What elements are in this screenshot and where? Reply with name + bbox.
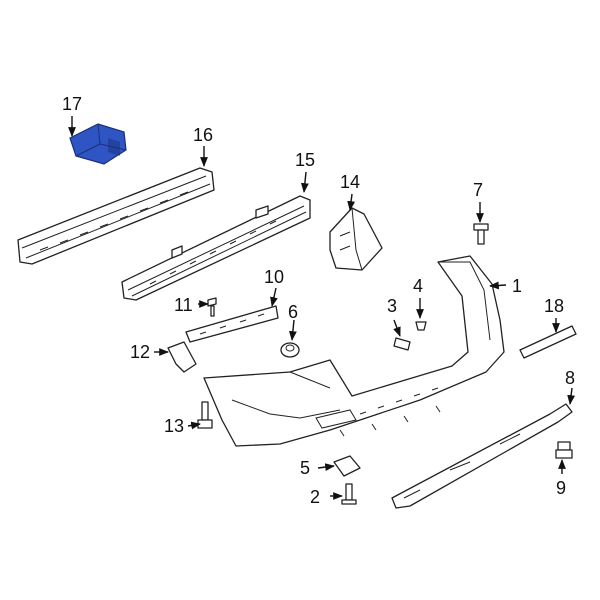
callout-4: 4 [413,276,423,296]
callout-12: 12 [130,342,150,362]
screw-4[interactable] [415,321,427,331]
energy-absorber-part[interactable] [121,195,311,301]
callout-15: 15 [295,150,315,170]
molding-strip-part[interactable] [519,325,577,359]
callout-10: 10 [264,267,284,287]
support-rail-part[interactable] [185,305,279,343]
bolt-9[interactable] [555,441,573,459]
callout-13: 13 [164,416,184,436]
callout-16: 16 [193,125,213,145]
callout-11: 11 [174,295,193,315]
grommet-part[interactable] [280,342,300,358]
bolt-11[interactable] [207,297,217,317]
callout-18: 18 [544,296,564,316]
callout-17: 17 [62,94,82,114]
retainer-part[interactable] [333,455,361,477]
bolt-7[interactable] [473,223,489,245]
callout-5: 5 [300,458,310,478]
impact-bar-part[interactable] [17,167,215,265]
lower-trim-part[interactable] [391,403,573,509]
callout-3: 3 [387,296,397,316]
bracket-highlighted-part[interactable] [69,123,127,165]
leader-lines [68,116,575,500]
bolt-13[interactable] [197,401,213,429]
callout-9: 9 [556,478,566,498]
callout-8: 8 [565,368,575,388]
clip-bracket-part[interactable] [167,341,197,373]
bolt-2[interactable] [341,483,357,505]
callout-7: 7 [473,180,483,200]
callout-14: 14 [340,172,360,192]
callout-2: 2 [310,487,320,507]
screw-3[interactable] [393,337,411,351]
callout-1: 1 [512,276,522,296]
side-bracket-part[interactable] [329,207,383,271]
bumper-cover-part[interactable] [203,255,505,447]
callout-6: 6 [288,302,298,322]
